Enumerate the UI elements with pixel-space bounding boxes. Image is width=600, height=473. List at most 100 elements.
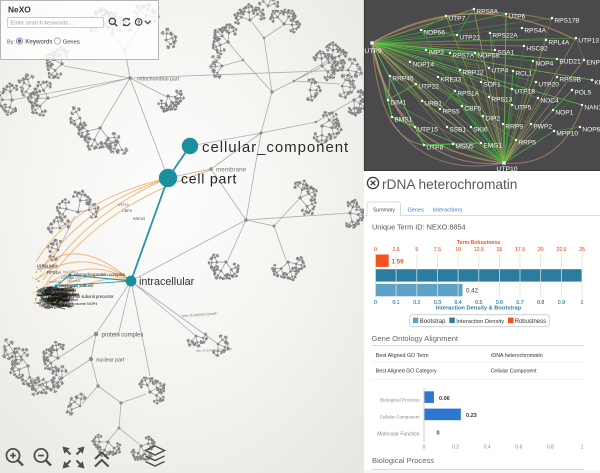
svg-text:0.2: 0.2 — [413, 300, 420, 306]
svg-text:Cellular Component: Cellular Component — [380, 414, 421, 419]
svg-text:nucleolus: nucleolus — [55, 299, 69, 303]
svg-text:Robustness: Robustness — [515, 319, 546, 325]
svg-text:90S preribosome NOP4: 90S preribosome NOP4 — [57, 302, 97, 306]
svg-text:precursor: precursor — [54, 294, 69, 298]
svg-text:35S prima: 35S prima — [44, 287, 60, 295]
svg-text:0.1: 0.1 — [392, 300, 399, 306]
svg-text:SSA1: SSA1 — [497, 49, 514, 56]
svg-text:size of peptidyl growth: size of peptidyl growth — [182, 312, 218, 318]
svg-text:RPS17B: RPS17B — [554, 17, 580, 24]
svg-text:NOP4: NOP4 — [535, 60, 553, 67]
svg-text:mitochondrial part: mitochondrial part — [137, 77, 180, 83]
svg-text:small sub: small sub — [37, 284, 52, 292]
svg-text:22.5: 22.5 — [556, 247, 566, 253]
svg-text:box C/D: box C/D — [62, 291, 75, 298]
svg-text:90S preri: 90S preri — [40, 296, 54, 303]
svg-text:box C/D: box C/D — [53, 293, 66, 297]
svg-text:membrane: membrane — [216, 167, 247, 174]
svg-text:Term Robustness: Term Robustness — [457, 240, 501, 246]
svg-text:RPS1A: RPS1A — [47, 270, 61, 275]
svg-text:RPS9B: RPS9B — [559, 76, 581, 83]
svg-text:assembly: assembly — [62, 288, 76, 292]
svg-text:0.6: 0.6 — [496, 300, 503, 306]
svg-text:box C/D: box C/D — [45, 286, 58, 293]
svg-text:SKI6: SKI6 — [473, 126, 488, 133]
svg-text:0.8: 0.8 — [547, 445, 554, 451]
svg-text:12.5: 12.5 — [474, 247, 484, 253]
svg-text:35S prima: 35S prima — [52, 294, 68, 302]
svg-text:ENP1: ENP1 — [586, 59, 600, 66]
svg-text:ribonucleoprotein complex: ribonucleoprotein complex — [74, 272, 126, 277]
svg-text:RRP45: RRP45 — [392, 75, 414, 82]
svg-text:UTP8: UTP8 — [426, 144, 443, 151]
svg-text:protein complex: protein complex — [102, 333, 144, 339]
svg-text:UTP9: UTP9 — [364, 48, 382, 55]
svg-text:90S preri: 90S preri — [54, 288, 68, 294]
svg-text:nucleolu: nucleolu — [63, 274, 75, 278]
svg-text:25: 25 — [579, 247, 585, 253]
svg-text:20: 20 — [538, 247, 544, 253]
svg-text:35S prima: 35S prima — [52, 292, 68, 298]
svg-text:POL5: POL5 — [574, 89, 591, 96]
svg-text:7.5: 7.5 — [434, 247, 441, 253]
svg-text:0.9: 0.9 — [558, 300, 565, 306]
svg-text:NOP14: NOP14 — [412, 61, 434, 68]
svg-text:0.42: 0.42 — [466, 287, 479, 294]
svg-text:2.5: 2.5 — [392, 247, 399, 253]
svg-text:RNA pol I: RNA pol I — [48, 299, 62, 303]
svg-text:0: 0 — [374, 247, 377, 253]
svg-text:ribosome: ribosome — [45, 286, 59, 290]
svg-text:UTP21 IMP4: UTP21 IMP4 — [37, 264, 58, 268]
svg-text:0.4: 0.4 — [454, 300, 461, 306]
svg-text:?: ? — [137, 20, 141, 26]
svg-text:1.59: 1.59 — [392, 258, 405, 265]
svg-text:assembly: assembly — [60, 286, 75, 294]
svg-text:RPS22A: RPS22A — [492, 32, 518, 39]
svg-text:90S preri: 90S preri — [52, 302, 66, 306]
svg-text:0.7: 0.7 — [516, 300, 523, 306]
svg-text:RPS13: RPS13 — [491, 96, 512, 103]
svg-text:UTP15: UTP15 — [417, 126, 438, 133]
svg-text:snoRNA: snoRNA — [48, 289, 61, 293]
svg-text:0.3: 0.3 — [434, 300, 441, 306]
svg-text:RNA bind: RNA bind — [49, 290, 64, 296]
svg-text:processom: processom — [45, 299, 61, 303]
svg-text:ribosomal subunit: ribosomal subunit — [59, 283, 94, 288]
svg-text:0: 0 — [374, 247, 377, 253]
svg-text:IMP3: IMP3 — [428, 49, 444, 56]
svg-text:ribosome: ribosome — [55, 299, 69, 303]
svg-text:35S prima: 35S prima — [59, 289, 74, 293]
svg-text:RPS1A: RPS1A — [457, 90, 479, 97]
svg-text:UTP13: UTP13 — [118, 203, 129, 207]
svg-text:precursor: precursor — [45, 297, 60, 301]
svg-text:Unique Term ID: NEXO:8854: Unique Term ID: NEXO:8854 — [372, 223, 466, 232]
svg-text:small sub: small sub — [42, 298, 57, 306]
svg-text:DIP2: DIP2 — [485, 115, 500, 122]
svg-text:processom: processom — [62, 298, 78, 302]
svg-text:NOP1: NOP1 — [555, 109, 573, 116]
svg-text:RPS5: RPS5 — [442, 108, 460, 115]
svg-text:snoRNA: snoRNA — [49, 280, 62, 284]
svg-text:rRNA expo: rRNA expo — [57, 302, 74, 308]
svg-text:RRP9: RRP9 — [505, 123, 523, 130]
svg-text:10: 10 — [455, 247, 461, 253]
svg-text:Keywords: Keywords — [25, 39, 52, 46]
svg-text:0.3: 0.3 — [434, 300, 441, 306]
svg-text:NeXO: NeXO — [8, 5, 31, 15]
svg-text:processom: processom — [48, 293, 64, 297]
svg-text:UTP20: UTP20 — [538, 81, 559, 88]
svg-text:SSU proc: SSU proc — [55, 293, 69, 297]
svg-text:UTP4: UTP4 — [491, 67, 508, 74]
svg-text:17.5: 17.5 — [515, 247, 525, 253]
svg-text:Genes: Genes — [63, 40, 80, 46]
svg-text:cell part: cell part — [181, 171, 237, 187]
svg-text:0.9: 0.9 — [558, 300, 565, 306]
svg-text:BMS1: BMS1 — [394, 116, 412, 123]
svg-text:15: 15 — [497, 247, 503, 253]
svg-text:snoRNA: snoRNA — [41, 304, 55, 310]
svg-text:ribosome: ribosome — [38, 291, 52, 295]
svg-text:RPS8A: RPS8A — [476, 8, 498, 15]
svg-text:Gene Ontology Alignment: Gene Ontology Alignment — [372, 334, 459, 343]
svg-text:35S prim: 35S prim — [67, 279, 80, 283]
svg-text:precursor: precursor — [60, 297, 75, 301]
